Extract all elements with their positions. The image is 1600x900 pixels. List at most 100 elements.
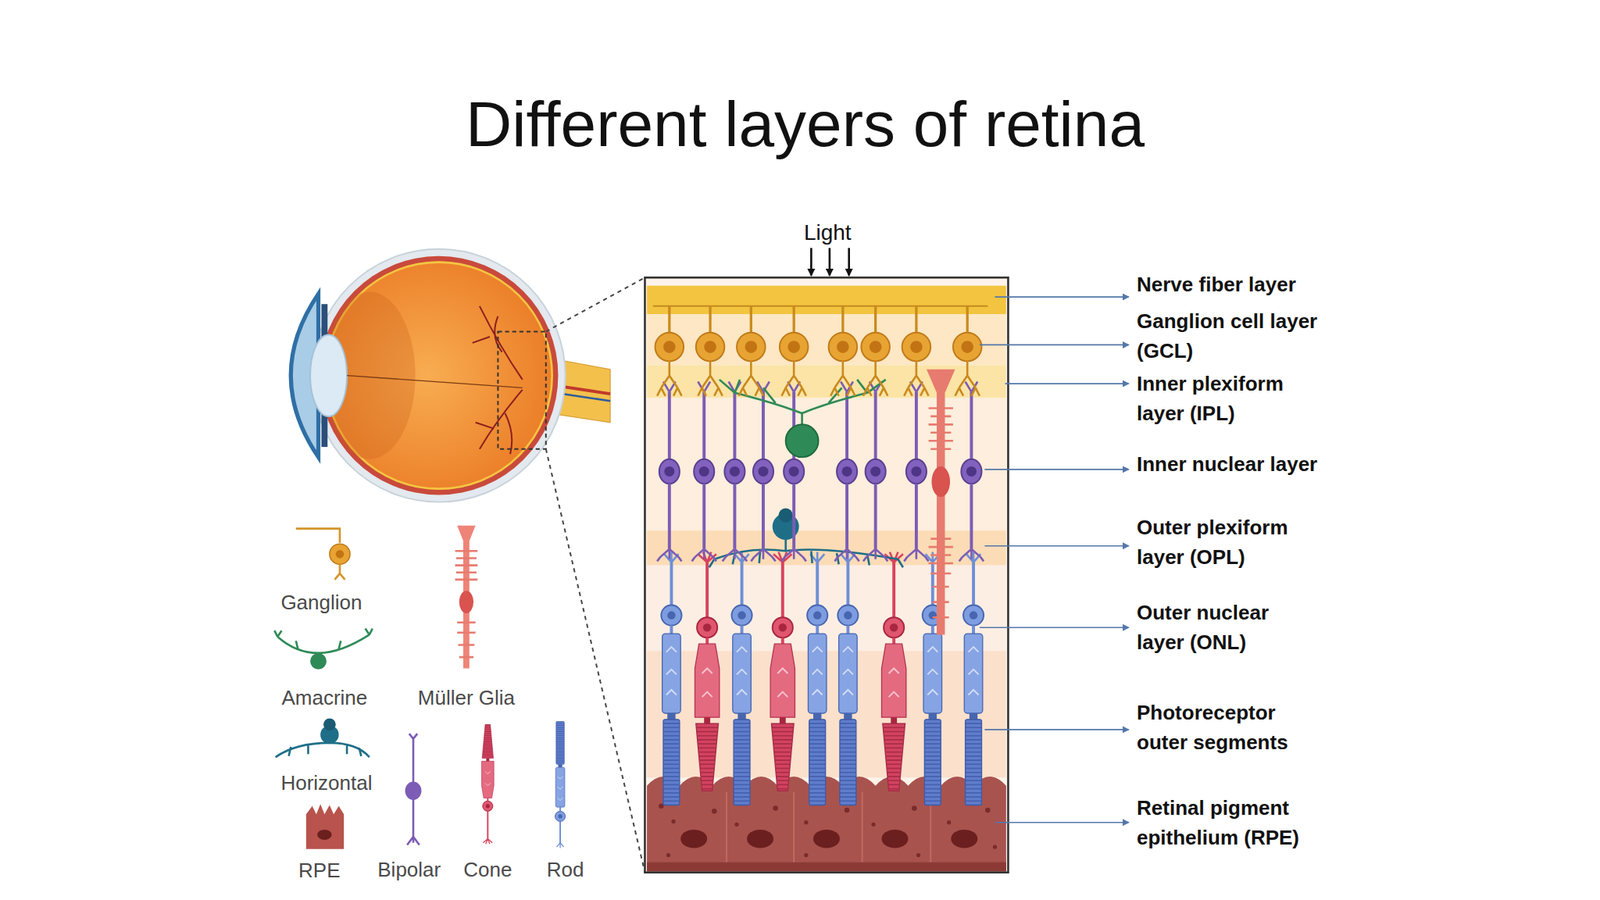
rpe-layer	[881, 829, 908, 849]
photoreceptors	[807, 552, 828, 806]
legend-bipolar-icon	[405, 781, 422, 800]
layer-label: Outer plexiform layer (OPL)	[1136, 512, 1321, 572]
legend-horizontal-icon	[323, 718, 336, 732]
muller-glia	[926, 369, 956, 636]
legend-ganglion-icon	[296, 528, 350, 580]
photoreceptors	[694, 552, 719, 792]
rpe-layer	[803, 853, 808, 858]
rpe-layer	[985, 807, 991, 814]
legend-bipolar-icon	[405, 733, 422, 845]
muller-glia	[931, 466, 950, 497]
legend-label: Rod	[546, 857, 585, 882]
muller-glia	[926, 369, 956, 636]
rpe-layer	[666, 853, 671, 858]
rpe-layer	[646, 776, 1007, 872]
amacrine-cell	[785, 424, 819, 458]
bipolar-cells	[657, 381, 682, 561]
legend-label: Cone	[463, 857, 512, 882]
leader-lines	[1005, 382, 1129, 385]
panel-background	[644, 277, 1008, 872]
light-arrows	[828, 247, 832, 275]
ganglion-cells	[902, 306, 932, 397]
layer-label: Ganglion cell layer (GCL)	[1136, 306, 1348, 366]
leader-lines	[979, 344, 1129, 347]
ganglion-cells	[953, 306, 983, 397]
lens	[310, 334, 347, 416]
legend-cone-icon	[481, 724, 494, 844]
rpe-layer	[671, 819, 675, 824]
legend-rod-icon	[555, 721, 566, 848]
nerve-fibers	[653, 305, 988, 308]
legend-amacrine-icon	[274, 628, 372, 670]
bipolar-cells	[722, 381, 747, 561]
legend-rpe-icon	[306, 803, 344, 849]
photoreceptors	[963, 552, 984, 806]
photoreceptors	[660, 552, 984, 806]
leader-lines	[984, 728, 1129, 731]
zoom-line	[546, 449, 646, 873]
photoreceptors	[731, 552, 752, 806]
legend-rpe-icon	[306, 803, 344, 849]
ganglion-cells	[779, 306, 809, 397]
layer-label: Photoreceptor outer segments	[1136, 697, 1313, 758]
sclera	[312, 249, 566, 503]
ganglion-cells	[860, 306, 890, 397]
layer-label: Outer nuclear layer (ONL)	[1136, 597, 1301, 658]
diagram-title: Different layers of retina	[465, 87, 1145, 161]
legend-horizontal-icon	[275, 718, 370, 758]
leader-lines	[979, 626, 1129, 629]
choroid	[319, 256, 559, 496]
legend-label: RPE	[298, 858, 340, 883]
layer-label: Retinal pigment epithelium (RPE)	[1136, 792, 1313, 853]
legend-muller-icon	[455, 525, 479, 669]
rpe-layer	[871, 822, 875, 827]
legend-label: Müller Glia	[417, 685, 515, 711]
zoom-box	[497, 331, 546, 449]
leader-lines	[994, 821, 1129, 824]
rpe-layer	[734, 822, 739, 827]
bipolar-cells	[781, 381, 806, 561]
rpe-layer	[658, 803, 997, 858]
rpe-layer	[911, 805, 918, 811]
legend-amacrine-icon	[274, 628, 372, 654]
leader-lines	[994, 296, 1129, 298]
legend-ganglion-icon	[334, 564, 345, 580]
legend-amacrine-icon	[310, 653, 327, 670]
ganglion-cells	[736, 306, 766, 397]
photoreceptors	[837, 552, 858, 806]
visual-axis	[346, 375, 523, 389]
rpe-layer	[646, 862, 1007, 872]
rpe-layer	[746, 829, 774, 849]
legend-label: Ganglion	[280, 589, 362, 615]
leader-lines	[979, 296, 1129, 823]
legend-rpe-icon	[317, 829, 332, 840]
rpe-layer	[803, 820, 808, 825]
layer-label: Inner nuclear layer	[1136, 449, 1372, 479]
legend-muller-icon	[459, 590, 474, 614]
rpe-layer	[680, 829, 708, 849]
rpe-layer	[813, 829, 840, 849]
layer-label: Nerve fiber layer	[1136, 269, 1372, 300]
light-arrows	[847, 247, 850, 275]
rpe-layer	[946, 820, 951, 825]
legend-horizontal-icon	[275, 742, 370, 758]
layer-label: Inner plexiform layer (IPL)	[1136, 368, 1321, 429]
legend-ganglion-icon	[296, 528, 340, 543]
leader-lines	[984, 468, 1129, 471]
rpe-layer	[772, 805, 779, 811]
rpe-layer	[992, 844, 997, 849]
photoreceptors	[660, 552, 682, 806]
leader-lines	[984, 545, 1129, 547]
legend-label: Bipolar	[377, 857, 441, 882]
bipolar-cells	[750, 381, 775, 561]
rpe-layer	[844, 807, 850, 814]
nerve-fiber-band	[646, 285, 1007, 315]
ganglion-cells	[696, 306, 725, 397]
light-label: Light	[803, 220, 852, 246]
photoreceptors	[770, 552, 795, 792]
horizontal-cell	[778, 507, 793, 522]
rpe-layer	[950, 829, 978, 849]
legend-label: Amacrine	[281, 685, 368, 711]
zoom-line	[546, 277, 646, 332]
